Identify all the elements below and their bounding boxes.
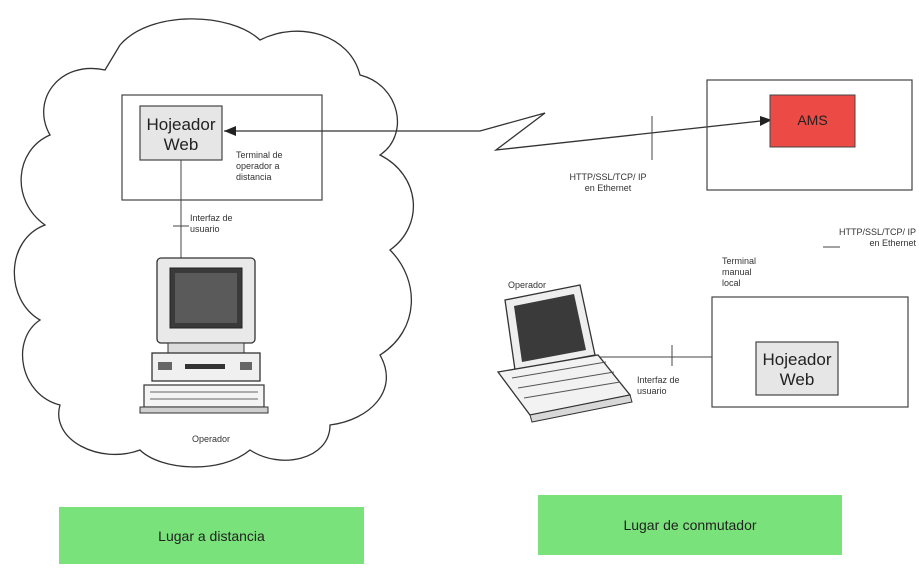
ams-label: AMS	[797, 112, 828, 128]
server-box	[706, 79, 913, 191]
left-arrowhead	[224, 126, 236, 136]
laptop-computer-icon	[496, 284, 633, 423]
local-browser-box	[755, 341, 839, 396]
local-browser-label: Hojeador Web	[756, 350, 838, 389]
link-protocol-label: HTTP/SSL/TCP/ IP en Ethernet	[569, 172, 647, 193]
desktop-computer-icon	[139, 257, 269, 414]
remote-operator-label: Operador	[192, 434, 231, 444]
remote-browser-line-2: Web	[163, 134, 199, 154]
remote-interface-label: Interfaz de usuario	[190, 213, 233, 234]
network-link-line	[224, 112, 771, 151]
ams-box	[769, 94, 856, 148]
remote-site-caption: Lugar a distancia	[59, 507, 364, 564]
local-interface-label: Interfaz de usuario	[637, 375, 680, 396]
remote-browser-label: Hojeador Web	[140, 115, 222, 154]
remote-browser-box	[139, 105, 223, 161]
remote-terminal-label: Terminal de operador a distancia	[236, 150, 283, 182]
local-browser-line-1: Hojeador	[762, 350, 832, 369]
remote-terminal-box	[121, 94, 323, 201]
local-protocol-label: HTTP/SSL/TCP/ IP en Ethernet	[838, 227, 916, 248]
local-terminal-label: Terminal manual local	[722, 256, 757, 288]
switch-site-caption: Lugar de conmutador	[538, 495, 842, 555]
local-browser-line-2: Web	[779, 369, 815, 389]
local-operator-label: Operador	[508, 280, 547, 290]
remote-browser-line-1: Hojeador	[146, 115, 216, 134]
local-terminal-box	[711, 296, 909, 408]
right-arrowhead	[760, 116, 772, 126]
